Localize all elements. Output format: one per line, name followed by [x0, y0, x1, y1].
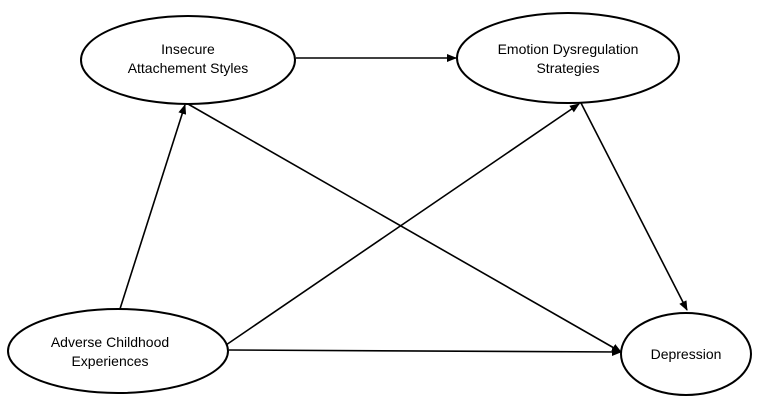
node-label-line2: Experiences [71, 353, 148, 369]
node-label-line2: Attachement Styles [128, 60, 249, 76]
node-label-line2: Strategies [536, 60, 599, 76]
edge-adverse-to-emotion [225, 103, 580, 346]
edge-adverse-to-depression [228, 347, 622, 356]
node-label-line1: Adverse Childhood [51, 334, 169, 350]
node-label-line1: Emotion Dysregulation [498, 41, 639, 57]
node-ellipse [620, 312, 752, 396]
node-ellipse [80, 15, 296, 105]
node-label-line1: Depression [651, 346, 722, 362]
edge-adverse-to-attachment [118, 104, 187, 313]
node-adverse-childhood: Adverse Childhood Experiences [7, 308, 229, 394]
edge-attachment-to-depression [187, 103, 622, 353]
node-insecure-attachment: Insecure Attachement Styles [80, 15, 296, 105]
node-emotion-dysregulation: Emotion Dysregulation Strategies [456, 12, 680, 104]
node-label-line1: Insecure [161, 41, 215, 57]
edges [118, 54, 688, 356]
edge-emotion-to-depression [580, 102, 688, 311]
node-ellipse [7, 308, 229, 394]
node-depression: Depression [620, 312, 752, 396]
node-ellipse [456, 12, 680, 104]
